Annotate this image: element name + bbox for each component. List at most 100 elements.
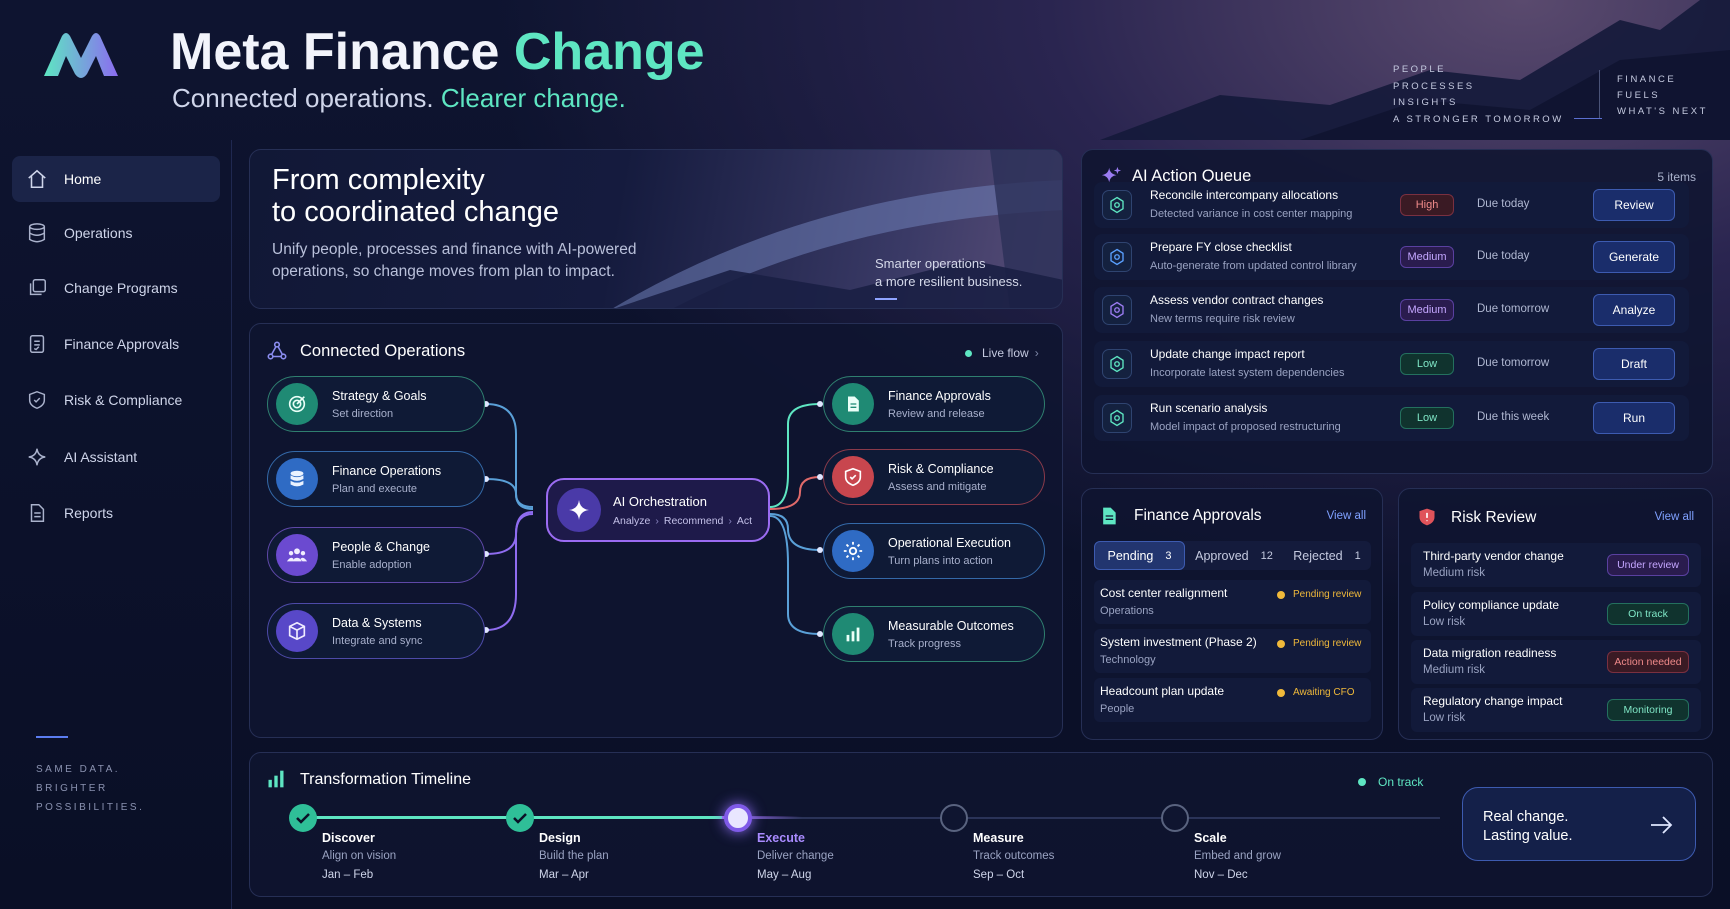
approval-status: Pending review [1277,638,1361,649]
status-dot [1277,590,1285,599]
sidebar-item-home[interactable]: Home [12,156,220,202]
risk-status-badge: On track [1607,603,1689,625]
network-icon [267,341,287,360]
tagline-line: FUELS [1617,90,1661,101]
status-label: Pending review [1293,589,1362,600]
node-subtitle: Review and release [888,407,985,420]
risk-item-title: Policy compliance update [1423,598,1560,612]
gear-icon [832,530,874,572]
stage-name: Scale [1194,831,1227,845]
stage-upcoming-marker[interactable] [940,804,968,832]
mountain-backdrop [1100,0,1730,140]
sidebar-item-operations[interactable]: Operations [12,210,220,256]
tab-label: Approved [1195,548,1249,563]
queue-action-button[interactable]: Analyze [1593,294,1675,326]
stage-dates: Mar – Apr [539,869,589,881]
live-flow-link[interactable]: Live flow › [965,346,1039,360]
shield-icon [28,390,46,410]
sparkle-icon [557,488,601,532]
queue-action-button[interactable]: Run [1593,402,1675,434]
sidebar-item-label: Home [64,171,102,187]
priority-badge: Medium [1400,246,1454,268]
stage-upcoming-marker[interactable] [1161,804,1189,832]
tagline-line: PEOPLE [1393,64,1447,75]
tagline-line: WHAT'S NEXT [1617,106,1708,117]
hero-description: Unify people, processes and finance with… [272,241,637,280]
person-icon [1102,190,1132,220]
tab-label: Pending [1107,548,1154,563]
step-label: Analyze [613,514,651,527]
brand-logo-icon [44,33,118,78]
due-label: Due today [1477,198,1530,210]
queue-action-button[interactable]: Draft [1593,348,1675,380]
sidebar-item-ai-assistant[interactable]: AI Assistant [12,434,220,480]
tagline-left: PEOPLE PROCESSES INSIGHTS A STRONGER TOM… [1393,62,1602,128]
hero-caption-underline [875,298,897,300]
stage-complete-check-icon[interactable] [289,804,317,832]
risk-item-title: Data migration readiness [1423,646,1557,660]
risk-review-card: Risk Review View all Third-party vendor … [1398,488,1713,740]
queue-action-button[interactable]: Review [1593,189,1675,221]
timeline-title: Transformation Timeline [300,771,472,788]
due-label: Due this week [1477,411,1550,423]
approvals-title: Finance Approvals [1134,507,1262,524]
queue-row-subtitle: Incorporate latest system dependencies [1150,367,1345,379]
queue-row-title: Update change impact report [1150,347,1305,361]
sidebar-item-finance-approvals[interactable]: Finance Approvals [12,321,220,367]
node-ai-orchestration[interactable]: AI Orchestration Analyze›Recommend›Act [546,478,770,542]
connected-operations-title: Connected Operations [300,342,466,360]
bridge-illustration [613,150,1062,308]
hero-card: From complexity to coordinated change Un… [249,149,1063,309]
step-label: Recommend [663,514,724,527]
queue-row-subtitle: Auto-generate from updated control libra… [1150,260,1357,272]
sidebar-item-risk-compliance[interactable]: Risk & Compliance [12,377,220,423]
queue-row-subtitle: Model impact of proposed restructuring [1150,421,1341,433]
stage-description: Build the plan [539,850,609,862]
transformation-timeline-card: Transformation Timeline On track Discove… [249,752,1713,897]
home-icon [28,169,46,189]
tagline-divider [1573,118,1602,120]
flow-connectors [483,401,823,637]
sidebar-footer: SAME DATA. BRIGHTER POSSIBILITIES. [36,760,144,817]
hero-caption-line: Smarter operations [875,256,986,271]
shield-icon [832,456,874,498]
stage-current-marker[interactable] [724,804,752,832]
sidebar-footer-line: POSSIBILITIES. [36,802,145,813]
stage-complete-check-icon[interactable] [506,804,534,832]
node-title: Risk & Compliance [888,461,994,476]
risk-view-all-link[interactable]: View all [1654,511,1694,523]
due-label: Due tomorrow [1477,357,1550,369]
approvals-view-all-link[interactable]: View all [1326,510,1366,522]
queue-row-title: Prepare FY close checklist [1150,240,1292,254]
cta-button[interactable]: Real change. Lasting value. [1462,787,1696,861]
shield-alert-icon [1419,508,1435,526]
sidebar-item-change-programs[interactable]: Change Programs [12,265,220,311]
sidebar-item-reports[interactable]: Reports [12,490,220,536]
risk-item-title: Third-party vendor change [1423,549,1564,563]
risk-status-badge: Under review [1607,554,1689,576]
queue-action-button[interactable]: Generate [1593,241,1675,273]
